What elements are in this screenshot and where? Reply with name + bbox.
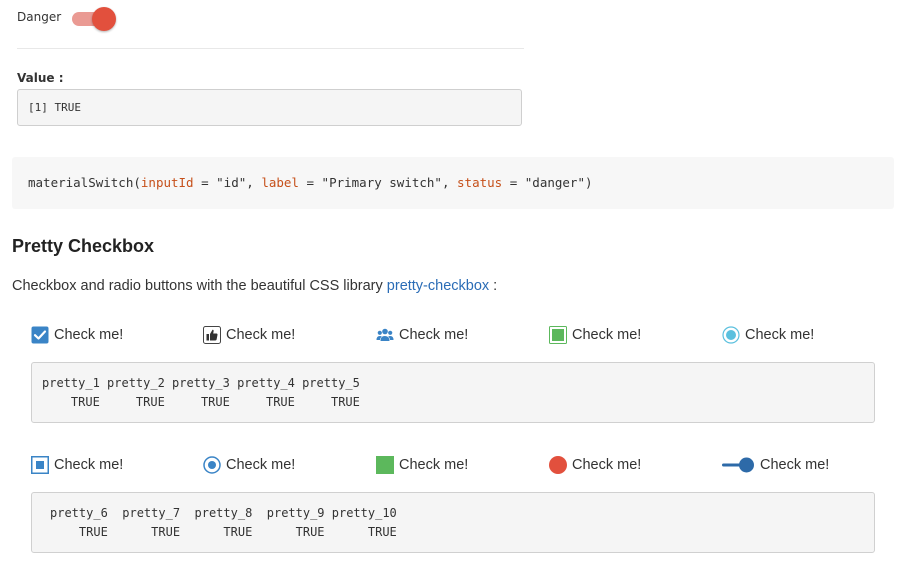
code-eq: =: [502, 175, 525, 190]
checkbox-label: Check me!: [399, 327, 469, 343]
toggle-switch-icon: [722, 456, 755, 474]
checkbox-pretty-6[interactable]: Check me!: [31, 455, 123, 475]
output-values-row1: TRUE TRUE TRUE TRUE TRUE: [42, 395, 360, 409]
checkbox-label: Check me!: [226, 457, 296, 473]
code-arg-label: label: [261, 175, 299, 190]
checkbox-label: Check me!: [54, 457, 124, 473]
checkbox-pretty-10[interactable]: Check me!: [722, 455, 829, 475]
danger-switch[interactable]: [72, 6, 118, 32]
thumbs-up-icon: [203, 326, 221, 344]
code-fn: materialSwitch(: [28, 175, 141, 190]
checkbox-label: Check me!: [745, 327, 815, 343]
checkbox-label: Check me!: [760, 457, 830, 473]
check-square-icon: [31, 326, 49, 344]
checkbox-pretty-9[interactable]: Check me!: [549, 455, 641, 475]
code-block: materialSwitch(inputId = "id", label = "…: [12, 157, 894, 209]
checkbox-pretty-8[interactable]: Check me!: [376, 455, 468, 475]
code-close: ): [584, 175, 593, 190]
checkbox-pretty-7[interactable]: Check me!: [203, 455, 295, 475]
users-icon: [376, 326, 394, 344]
output-header-row2: pretty_6 pretty_7 pretty_8 pretty_9 pret…: [50, 506, 397, 520]
code-eq: =: [298, 175, 322, 190]
code-eq: =: [193, 175, 217, 190]
value-label: Value :: [17, 71, 64, 85]
checkbox-label: Check me!: [399, 457, 469, 473]
code-val-label: "Primary switch": [321, 175, 442, 190]
radio-dot-icon: [722, 326, 740, 344]
checkbox-pretty-5[interactable]: Check me!: [722, 325, 814, 345]
output-box-row1: pretty_1 pretty_2 pretty_3 pretty_4 pret…: [31, 362, 875, 423]
checkbox-pretty-2[interactable]: Check me!: [203, 325, 295, 345]
code-sep: ,: [246, 175, 262, 190]
red-circle-icon: [549, 456, 567, 474]
code-val-id: "id": [216, 175, 247, 190]
description-text: Checkbox and radio buttons with the beau…: [12, 278, 387, 294]
checkbox-label: Check me!: [54, 327, 124, 343]
checkbox-pretty-3[interactable]: Check me!: [376, 325, 468, 345]
square-in-square-icon: [31, 456, 49, 474]
value-output-text: [1] TRUE: [28, 101, 81, 114]
code-arg-status: status: [457, 175, 503, 190]
switch-knob: [92, 7, 116, 31]
output-header-row1: pretty_1 pretty_2 pretty_3 pretty_4 pret…: [42, 376, 360, 390]
output-values-row2: TRUE TRUE TRUE TRUE TRUE: [50, 525, 397, 539]
checkbox-label: Check me!: [572, 457, 642, 473]
checkbox-pretty-1[interactable]: Check me!: [31, 325, 123, 345]
green-square-icon: [376, 456, 394, 474]
section-title: Pretty Checkbox: [12, 236, 155, 256]
switch-label: Danger: [17, 10, 62, 24]
pretty-checkbox-link[interactable]: pretty-checkbox: [386, 278, 490, 294]
radio-circle-icon: [203, 456, 221, 474]
checkbox-label: Check me!: [226, 327, 296, 343]
code-arg-inputid: inputId: [140, 175, 194, 190]
code-line: materialSwitch(inputId = "id", label = "…: [28, 175, 593, 190]
checkbox-pretty-4[interactable]: Check me!: [549, 325, 641, 345]
filled-square-icon: [549, 326, 567, 344]
section-description: Checkbox and radio buttons with the beau…: [12, 278, 497, 294]
output-box-row2: pretty_6 pretty_7 pretty_8 pretty_9 pret…: [31, 492, 875, 553]
code-sep: ,: [441, 175, 458, 190]
checkbox-label: Check me!: [572, 327, 642, 343]
divider: [17, 48, 524, 49]
description-suffix: :: [489, 278, 498, 294]
code-val-status: "danger": [524, 175, 585, 190]
value-output-box: [1] TRUE: [17, 89, 522, 126]
